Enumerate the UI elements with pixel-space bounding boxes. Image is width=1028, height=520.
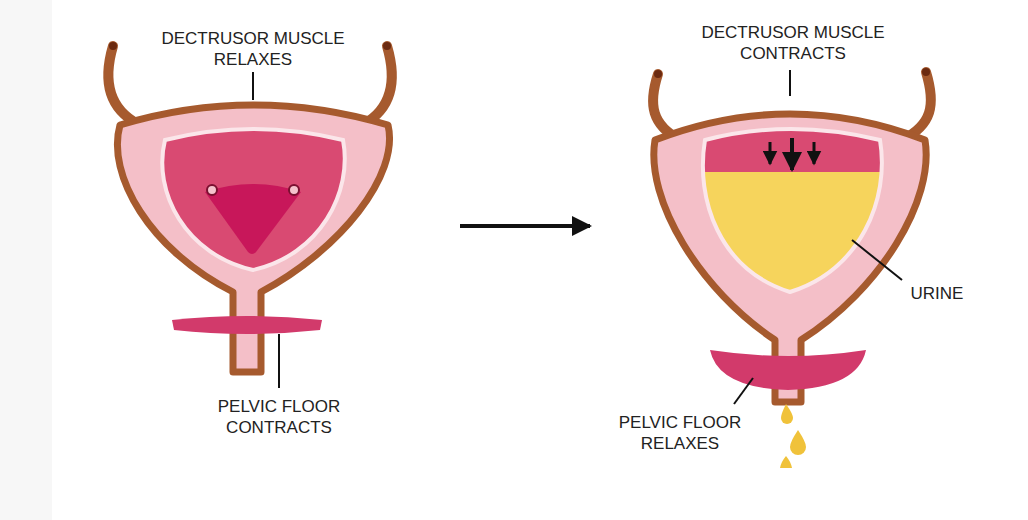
process-arrow [460,224,590,228]
callout-label: DECTRUSOR MUSCLE CONTRACTS [693,22,893,64]
side-panel [0,0,52,520]
pelvic-floor [172,316,322,334]
callout-label: PELVIC FLOOR RELAXES [600,412,760,454]
callout-label: PELVIC FLOOR CONTRACTS [199,396,359,438]
leader-lines [253,70,902,404]
pelvic-floor [710,350,866,390]
callout-label: URINE [897,283,977,304]
contracting-bladder [653,68,931,468]
relaxed-bladder [108,42,391,372]
callout-label: DECTRUSOR MUSCLE RELAXES [153,28,353,70]
